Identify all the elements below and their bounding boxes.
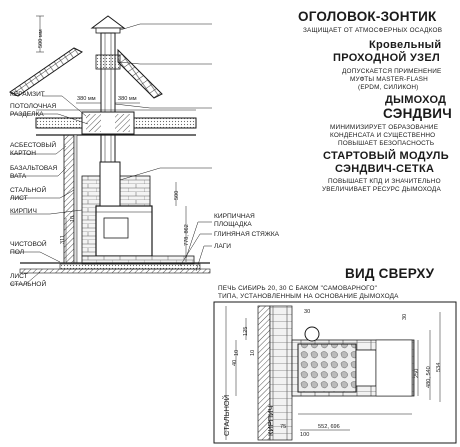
label-brick-pad-2: ПЛОЩАДКА (214, 221, 252, 228)
module-desc-1: ПОВЫШАЕТ КПД И ЗНАЧИТЕЛЬНО (328, 178, 441, 185)
roof-title-2: ПРОХОДНОЙ УЗЕЛ (333, 52, 440, 64)
umbrella-desc: ЗАЩИЩАЕТ ОТ АТМОСФЕРНЫХ ОСАДКОВ (303, 27, 443, 34)
top-firebox (355, 349, 377, 387)
label-steel-sheet-2: СТАЛЬНОЙ (10, 281, 47, 288)
stove-door (103, 217, 129, 239)
dim-500-side: 500 (174, 190, 180, 200)
dim-500-top: 500 мм (38, 29, 44, 48)
top-dim-lines (225, 306, 441, 440)
roof-title-1: Кровельный (369, 39, 442, 51)
roof-desc-1: ДОПУСКАЕТСЯ ПРИМЕНЕНИЕ (342, 68, 442, 75)
label-asbestos-1: АСБЕСТОВЫЙ (10, 142, 57, 149)
dim-311: 311 (60, 235, 66, 244)
top-dim-480: 480, 540 (426, 366, 432, 388)
label-ceiling-2: РАЗДЕЛКА (10, 111, 44, 118)
label-lagi: ЛАГИ (214, 243, 232, 250)
top-dim-30-right: 30 (402, 313, 408, 320)
dim-380-left: 380 мм (77, 96, 96, 102)
top-dim-75: 75 (280, 424, 287, 430)
module-desc-2: УВЕЛИЧИВАЕТ РЕСУРС ДЫМОХОДА (322, 186, 441, 193)
dim-10: 10 (70, 215, 76, 222)
top-dim-534: 534 (436, 362, 442, 372)
label-brick: КИРПИЧ (10, 208, 37, 215)
dim-380-right: 380 мм (118, 96, 137, 102)
label-keramzit: КЕРАМЗИТ (10, 91, 45, 98)
module-title-1: СТАРТОВЫЙ МОДУЛЬ (323, 150, 449, 162)
stove-tank (99, 161, 121, 207)
label-floor-2: ПОЛ (10, 249, 25, 256)
label-ceiling-1: ПОТОЛОЧНАЯ (10, 103, 57, 110)
top-stove (297, 343, 357, 393)
top-view-caption-2: ТИПА, УСТАНОВЛЕННЫМ НА ОСНОВАНИЕ ДЫМОХОД… (218, 293, 399, 300)
label-floor-1: ЧИСТОВОЙ (10, 241, 47, 248)
chimney-desc-3: ПОВЫШАЕТ БЕЗОПАСНОСТЬ (338, 140, 435, 147)
chimney-desc-1: МИНИМИЗИРУЕТ ОБРАЗОВАНИЕ (330, 124, 439, 131)
top-view-caption-1: ПЕЧЬ СИБИРЬ 20, 30 С БАКОМ "САМОВАРНОГО" (218, 285, 378, 292)
roof-left (9, 47, 83, 97)
top-dim-552: 552, 696 (318, 424, 340, 430)
umbrella-title: ОГОЛОВОК-ЗОНТИК (298, 9, 437, 24)
label-brick-pad-1: КИРПИЧНАЯ (214, 213, 255, 220)
module-title-2: СЭНДВИЧ-СЕТКА (335, 163, 435, 175)
label-steel-1: СТАЛЬНОЙ (10, 187, 47, 194)
top-brick-label: КИРПИЧ (266, 405, 275, 436)
top-steel-label: СТАЛЬНОЙ (222, 394, 231, 436)
joists (19, 268, 211, 274)
top-dim-10b: 10 (250, 349, 256, 356)
top-chimney (304, 326, 320, 342)
label-clay: ГЛИНЯНАЯ СТЯЖКА (214, 231, 280, 238)
top-dim-10a: 10 (234, 349, 240, 356)
top-dim-100: 100 (300, 432, 310, 438)
label-asbestos-2: КАРТОН (10, 150, 36, 157)
dim-778: 778, 862 (184, 224, 190, 246)
top-view-title: ВИД СВЕРХУ (345, 266, 435, 281)
roof-desc-2: МУФТЫ MASTER-FLASH (350, 76, 428, 83)
top-dim-250: 250 (414, 368, 420, 378)
top-dim-30-top: 30 (304, 309, 311, 315)
chimney-title-1: ДЫМОХОД (385, 94, 447, 106)
chimney-title-2: СЭНДВИЧ (383, 106, 452, 121)
right-leaders (114, 23, 212, 272)
label-steel-2: ЛИСТ (10, 195, 28, 202)
top-dim-40: 40 (232, 359, 238, 366)
label-steel-sheet-1: ЛИСТ (10, 273, 28, 280)
top-steel-sheet (375, 339, 413, 397)
roof-desc-3: (ЕРDМ, СИЛИКОН) (358, 84, 419, 91)
label-basalt-1: БАЗАЛЬТОВАЯ (10, 165, 58, 172)
top-dim-125: 125 (243, 326, 249, 336)
left-leaders (10, 95, 89, 285)
label-basalt-2: ВАТА (10, 173, 27, 180)
chimney-desc-2: КОНДЕНСАТА И СУЩЕСТВЕННО (330, 132, 436, 139)
